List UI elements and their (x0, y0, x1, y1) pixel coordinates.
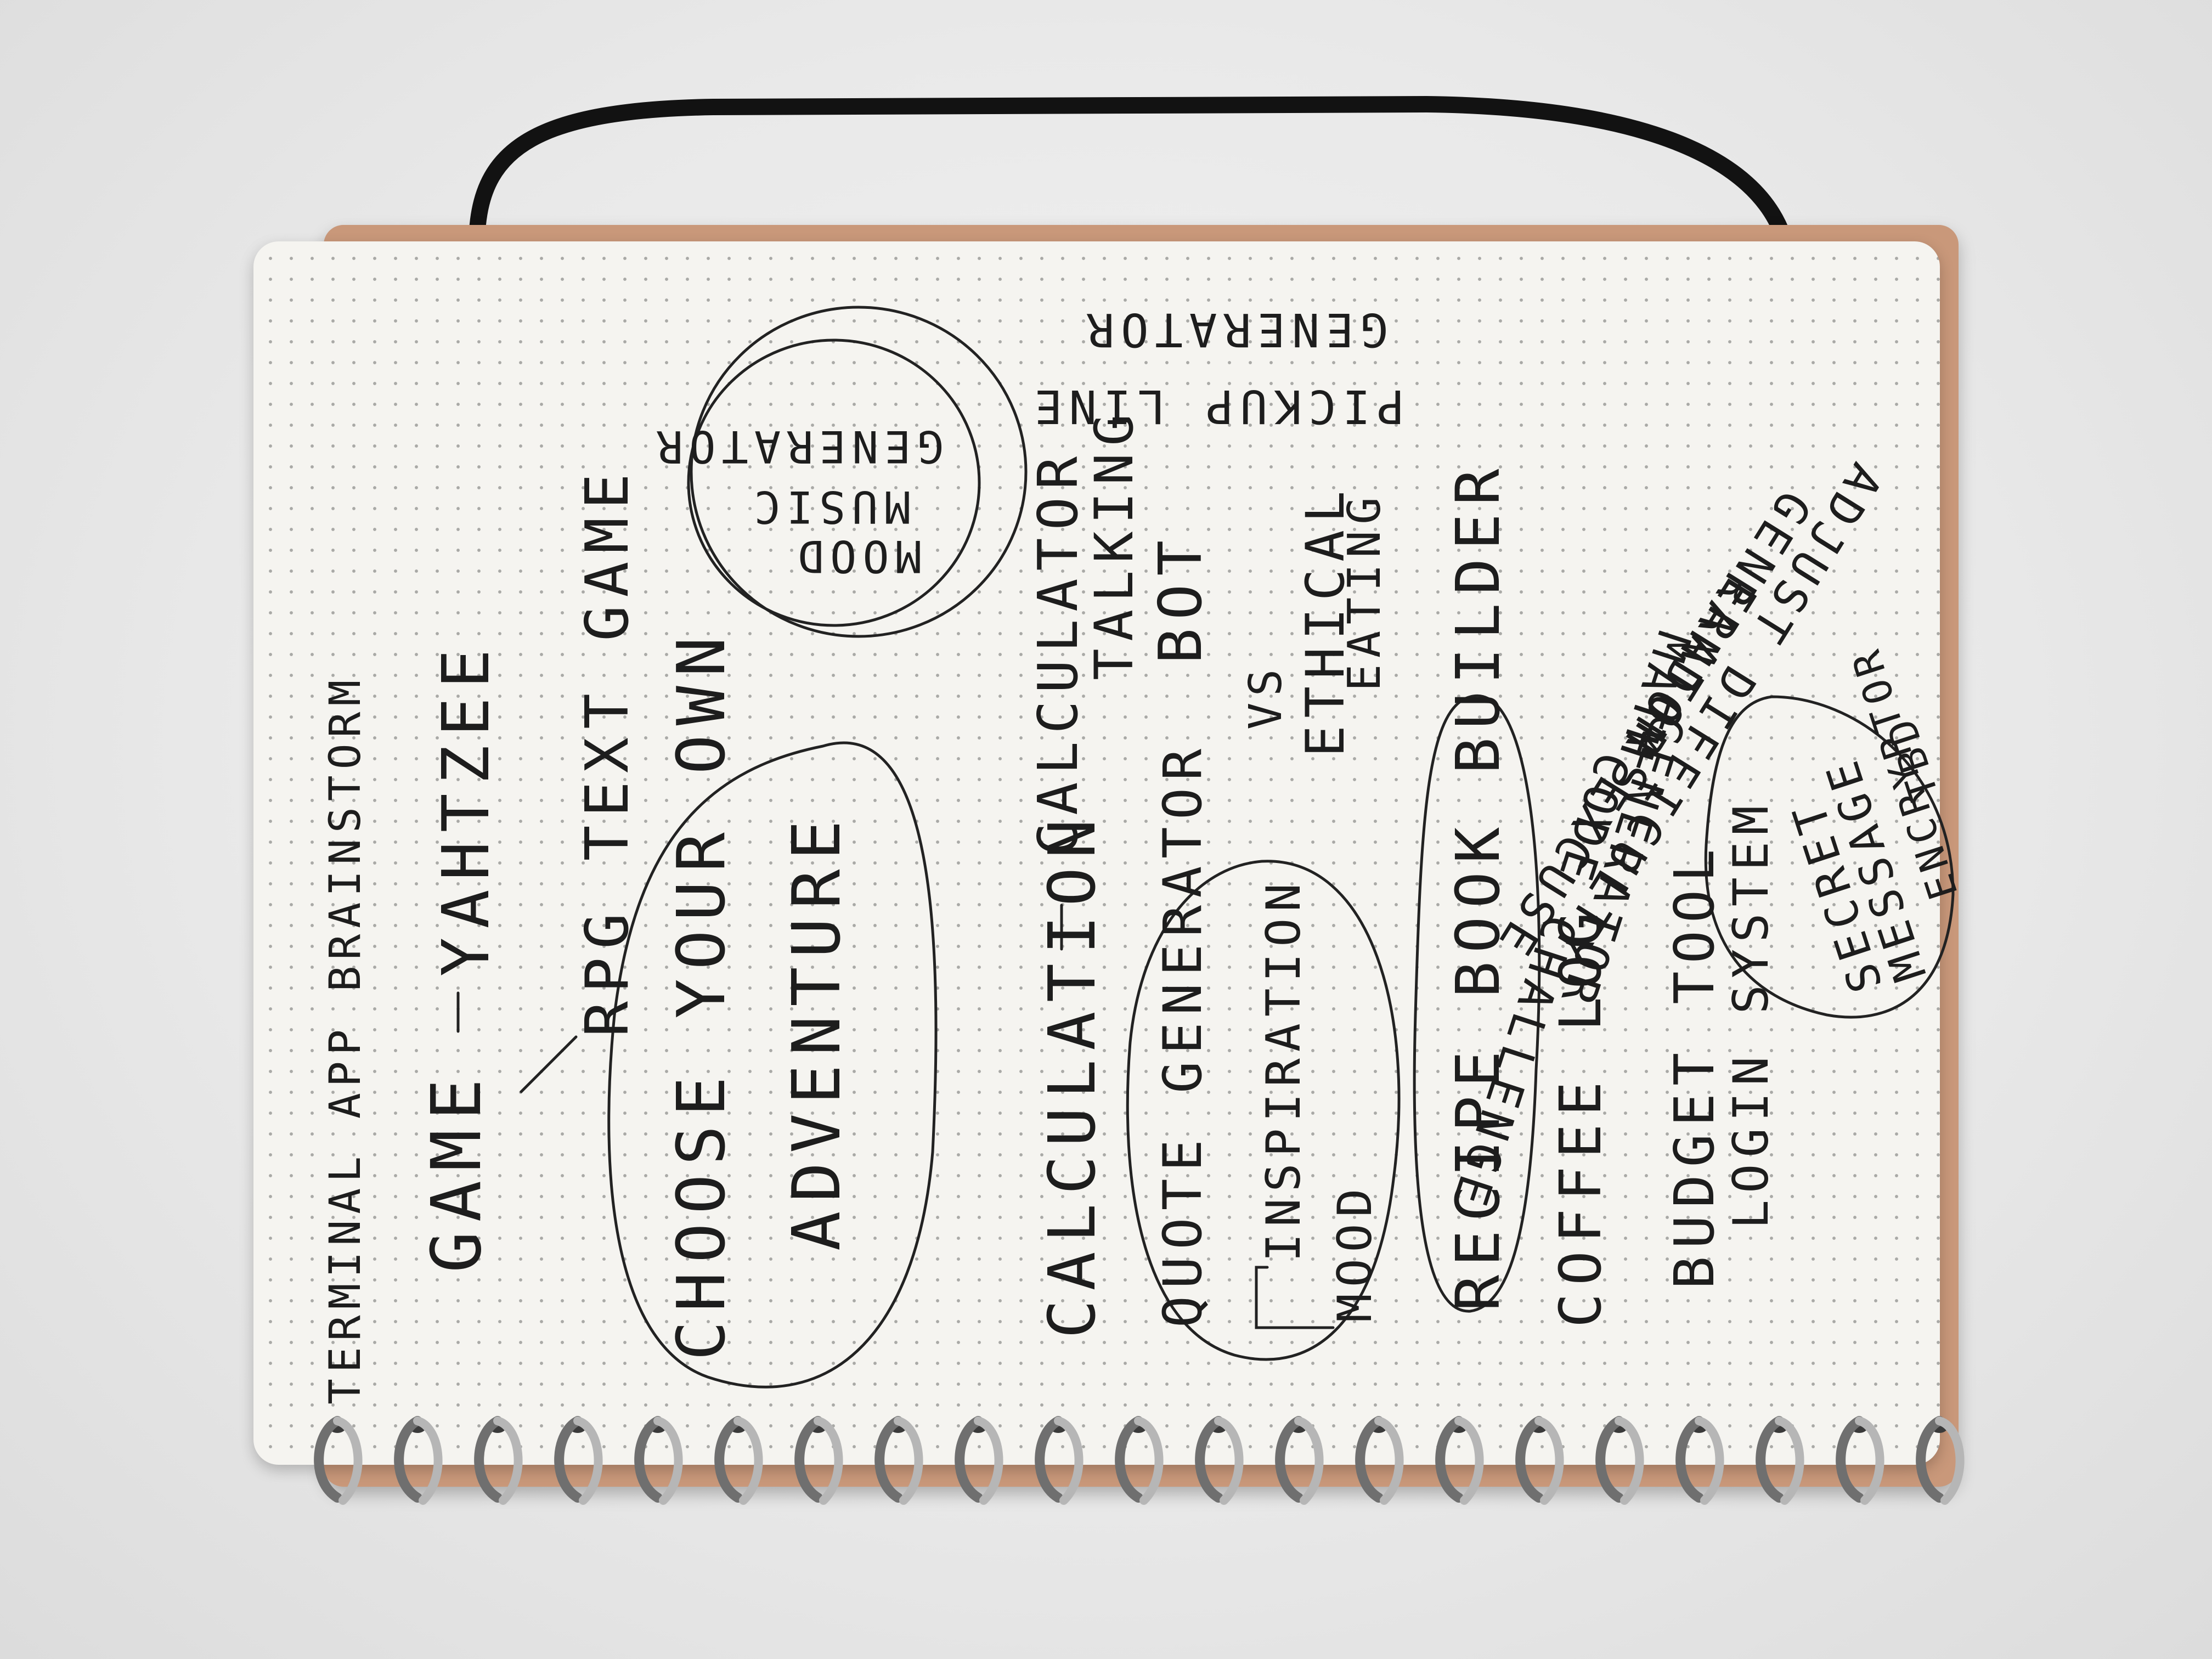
quote-mood-label: MOOD (1328, 1182, 1383, 1322)
mood-music-circle (690, 306, 1028, 638)
yahtzee-label: YAHTZEE (428, 640, 504, 977)
budget-label: BUDGET TOOL (1662, 841, 1726, 1289)
notebook-page (253, 241, 1940, 1465)
vs-label: VS (1240, 663, 1292, 730)
adventure-label: ADVENTURE (779, 811, 855, 1251)
pickup-label: PICKUP LINE (1028, 380, 1404, 433)
quote-oval (1126, 860, 1401, 1361)
mood-label: MOOD (791, 531, 922, 582)
pickup-generator-label: GENERATOR (1080, 303, 1388, 357)
inspiration-label: INSPIRATION (1256, 877, 1311, 1262)
rpg-label: RPG TEXT GAME (573, 465, 642, 1037)
mood-generator-label: GENERATOR (650, 421, 944, 472)
brainstorm-title: TERMINAL APP BRAINSTORM (321, 674, 370, 1404)
quote-generator-label: QUOTE GENERATOR (1152, 741, 1214, 1328)
login-label: LOGIN SYSTEM (1723, 799, 1779, 1229)
calculation-label: CALCULATION (1034, 810, 1110, 1339)
game-rpg-branch (520, 1035, 578, 1093)
talking-label: TALKING (1084, 407, 1145, 680)
inspiration-bracket (1255, 1266, 1335, 1329)
choose-label: CHOOSE YOUR OWN (664, 628, 740, 1361)
mood-music-circle-inner (687, 338, 981, 627)
calculator-label: CALCULATOR (1026, 448, 1090, 856)
adventure-oval (607, 741, 938, 1389)
music-label: MUSIC (748, 481, 911, 532)
game-label: GAME (417, 1069, 496, 1273)
secret-blob (1704, 695, 1955, 1019)
recipe-oval (1413, 694, 1541, 1313)
bot-label: BOT (1147, 532, 1215, 664)
eating-label: EATING (1339, 490, 1391, 691)
